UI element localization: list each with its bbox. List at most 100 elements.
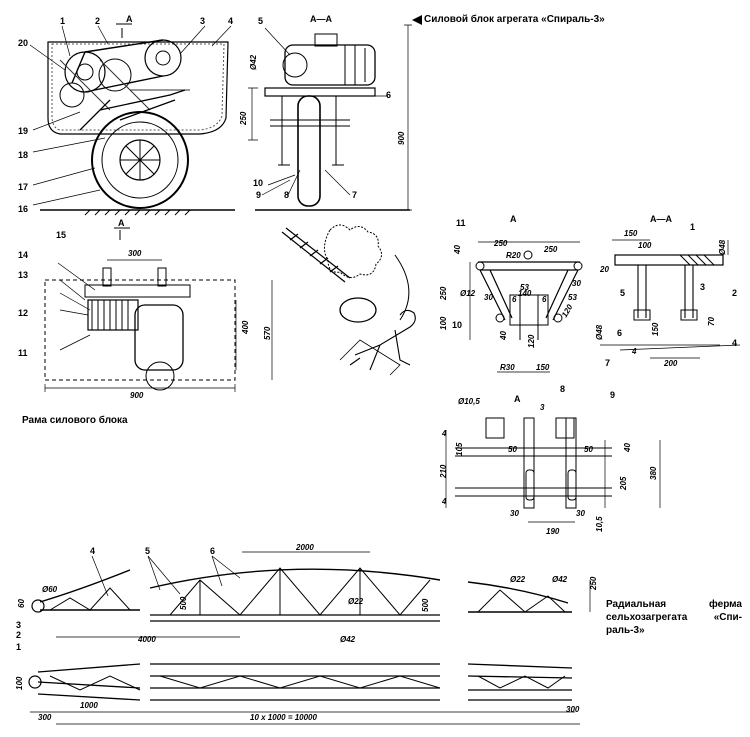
part-20: 20 <box>18 38 28 48</box>
part-8-b: 8 <box>560 384 565 394</box>
bracket-dims <box>445 430 661 523</box>
part-9-b: 9 <box>610 390 615 400</box>
section-a-label-1: А <box>126 14 133 24</box>
dim-1000: 1000 <box>80 701 98 710</box>
truss-bottom-chord-2 <box>150 614 440 622</box>
side-slant <box>600 344 741 351</box>
node-top-bar <box>478 261 580 271</box>
node-pin-top <box>523 250 533 260</box>
side-foot-l <box>633 309 651 321</box>
frame-top <box>84 284 191 298</box>
dim-100-b: 100 <box>638 241 652 250</box>
dim-50-a: 50 <box>508 445 517 454</box>
dim-4-b: 4 <box>441 429 447 438</box>
dim-6-b: 6 <box>542 295 547 304</box>
dim-190: 190 <box>546 527 560 536</box>
dim-2000: 2000 <box>295 543 314 552</box>
frame-post-l <box>102 267 112 287</box>
frame-arrow-a <box>114 227 130 240</box>
dim-70: 70 <box>707 317 716 326</box>
power-unit-illustration <box>339 297 377 323</box>
dim-30-c: 30 <box>510 509 519 518</box>
wheel-section <box>297 95 321 207</box>
part-3-c: 3 <box>16 620 21 630</box>
side-bar-hatch <box>679 254 715 266</box>
dim-d22-a: Ø22 <box>348 597 364 606</box>
foliage <box>324 224 382 278</box>
dim-53-b: 53 <box>568 293 577 302</box>
dim-250-e: 250 <box>589 576 598 591</box>
dim-105-a: 105 <box>455 442 464 456</box>
crane-boom <box>281 227 351 283</box>
mount-plate <box>264 87 376 97</box>
support-arms <box>79 89 186 131</box>
dim-d12: Ø12 <box>460 289 476 298</box>
dim-10-5: 10,5 <box>595 516 604 532</box>
part-17: 17 <box>18 182 28 192</box>
dim-d42-c: Ø42 <box>552 575 568 584</box>
dim-d42-b: Ø42 <box>340 635 356 644</box>
dim-300-a: 300 <box>128 249 142 258</box>
bracket-plan <box>445 417 661 523</box>
truss-side-view <box>31 551 591 638</box>
dim-d40: 40 <box>499 331 508 341</box>
dim-40-b: 40 <box>623 443 632 453</box>
bracket-slot-r <box>567 469 577 501</box>
part-10: 10 <box>253 178 263 188</box>
dim-400: 400 <box>241 320 250 335</box>
dim-380: 380 <box>649 466 658 480</box>
dim-line-900 <box>404 24 412 211</box>
dim-570: 570 <box>263 326 272 340</box>
part-1-c: 1 <box>16 642 21 652</box>
node-legs <box>479 269 579 321</box>
dim-900-a: 900 <box>397 131 406 145</box>
axle <box>270 119 350 127</box>
dim-300-b: 300 <box>38 713 52 722</box>
node-pin-bl <box>495 313 505 323</box>
dim-d60: Ø60 <box>42 585 58 594</box>
dim-d10-5: Ø10,5 <box>458 397 480 406</box>
part-3-b: 3 <box>700 282 705 292</box>
dim-53-a: 53 <box>520 283 529 292</box>
bracket-right <box>555 417 575 439</box>
dim-20: 20 <box>599 265 609 274</box>
bracket-post-r <box>565 417 577 509</box>
plan-rails-3 <box>467 663 573 701</box>
wheel-inner <box>101 121 179 199</box>
part-6-b: 6 <box>617 328 622 338</box>
part-2: 2 <box>95 16 100 26</box>
section-aa-label-1: А—А <box>310 14 332 24</box>
truss-web-2 <box>169 567 431 616</box>
part-8: 8 <box>284 190 289 200</box>
truss-plan-view <box>28 663 580 725</box>
truss-web-2b <box>199 568 361 615</box>
dim-250-d: 250 <box>439 286 448 301</box>
dim-300-c: 300 <box>566 705 580 714</box>
part-9: 9 <box>256 190 261 200</box>
truss-web-3 <box>477 589 566 613</box>
frame-caption: Рама силового блока <box>22 415 128 426</box>
dim-210: 210 <box>439 464 448 479</box>
dim-60: 60 <box>17 599 26 608</box>
dim-205: 205 <box>619 476 628 491</box>
dim-d48-b: Ø48 <box>595 324 604 340</box>
part-14: 14 <box>18 250 28 260</box>
leaders-section <box>261 27 388 196</box>
node-center-lines <box>519 295 539 340</box>
chair <box>339 339 401 376</box>
truss-top-chord-2 <box>149 568 441 589</box>
dim-d48-a: Ø48 <box>718 239 727 255</box>
node-pin-br <box>553 313 563 323</box>
bracket-rails <box>455 447 612 497</box>
ground-hatch <box>84 209 191 216</box>
truss-caption: Радиальная ферма сельхозагрегата «Спи-ра… <box>606 599 742 636</box>
dim-30-b: 30 <box>572 279 581 288</box>
power-unit-side-view <box>29 23 235 216</box>
section-aa-label-2: А—А <box>650 214 672 224</box>
node-pin-l <box>475 261 485 271</box>
part-2-c: 2 <box>16 630 21 640</box>
wheel-outer <box>91 111 189 209</box>
plan-end-node <box>28 675 42 689</box>
part-4-c: 4 <box>90 546 95 556</box>
